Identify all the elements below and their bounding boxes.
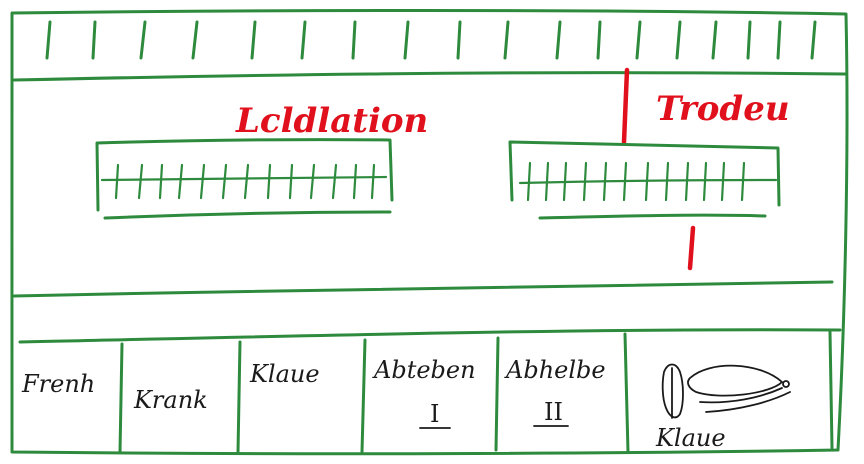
top-ruler xyxy=(14,22,845,80)
right-station-marker-top xyxy=(624,70,627,142)
cell-5-roman: II xyxy=(544,398,563,426)
cell-4-roman: I xyxy=(430,400,439,428)
top-ruler-ticks xyxy=(47,22,815,58)
bottom-row-cells: Frenh Krank Klaue Abteben I Abhelbe II xyxy=(21,356,790,452)
top-ruler-base-line xyxy=(14,73,845,80)
cell-6: Klaue xyxy=(655,365,790,453)
cell-5: Abhelbe II xyxy=(504,356,606,426)
middle-line-2 xyxy=(20,330,840,342)
right-station-box xyxy=(510,142,779,205)
cell-1: Frenh xyxy=(21,370,95,398)
cell-3-label: Klaue xyxy=(249,360,320,388)
cell-1-label: Frenh xyxy=(21,370,95,398)
right-station-label: Trodeu xyxy=(656,89,790,129)
right-station-bottom-line xyxy=(540,215,765,218)
cell-6-label: Klaue xyxy=(655,424,726,452)
left-station-bottom-line xyxy=(105,212,390,218)
cell-2: Krank xyxy=(133,386,208,414)
cell-2-label: Krank xyxy=(133,386,208,414)
cell-3: Klaue xyxy=(249,360,320,388)
left-station-rail xyxy=(102,177,386,180)
right-station-marker-bottom xyxy=(690,228,693,268)
left-station: Lcldlation xyxy=(97,101,428,218)
left-station-ticks xyxy=(116,165,374,198)
cell-5-label: Abhelbe xyxy=(504,356,606,384)
cell-4-label: Abteben xyxy=(372,356,476,384)
left-station-label: Lcldlation xyxy=(235,101,428,141)
middle-line-1 xyxy=(14,282,832,296)
right-station: Trodeu xyxy=(510,70,790,268)
hoof-icon xyxy=(663,365,790,419)
cell-4: Abteben I xyxy=(372,356,476,428)
